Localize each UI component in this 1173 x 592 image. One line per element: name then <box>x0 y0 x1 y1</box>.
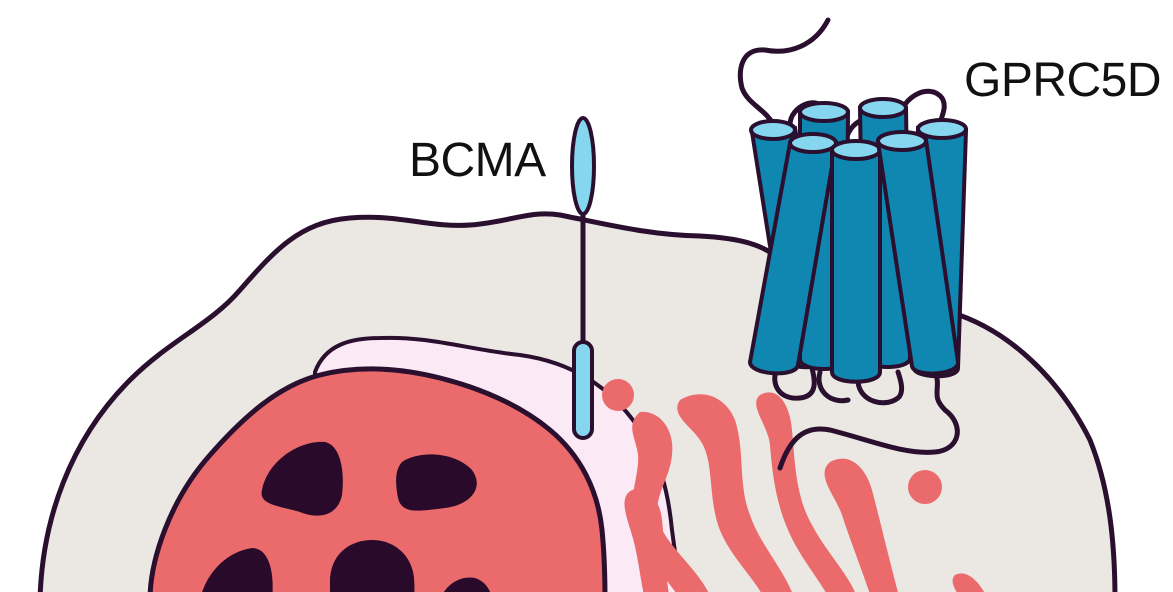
bcma-label: BCMA <box>409 137 546 185</box>
helix <box>832 141 880 382</box>
gprc5d-label: GPRC5D <box>964 57 1161 105</box>
